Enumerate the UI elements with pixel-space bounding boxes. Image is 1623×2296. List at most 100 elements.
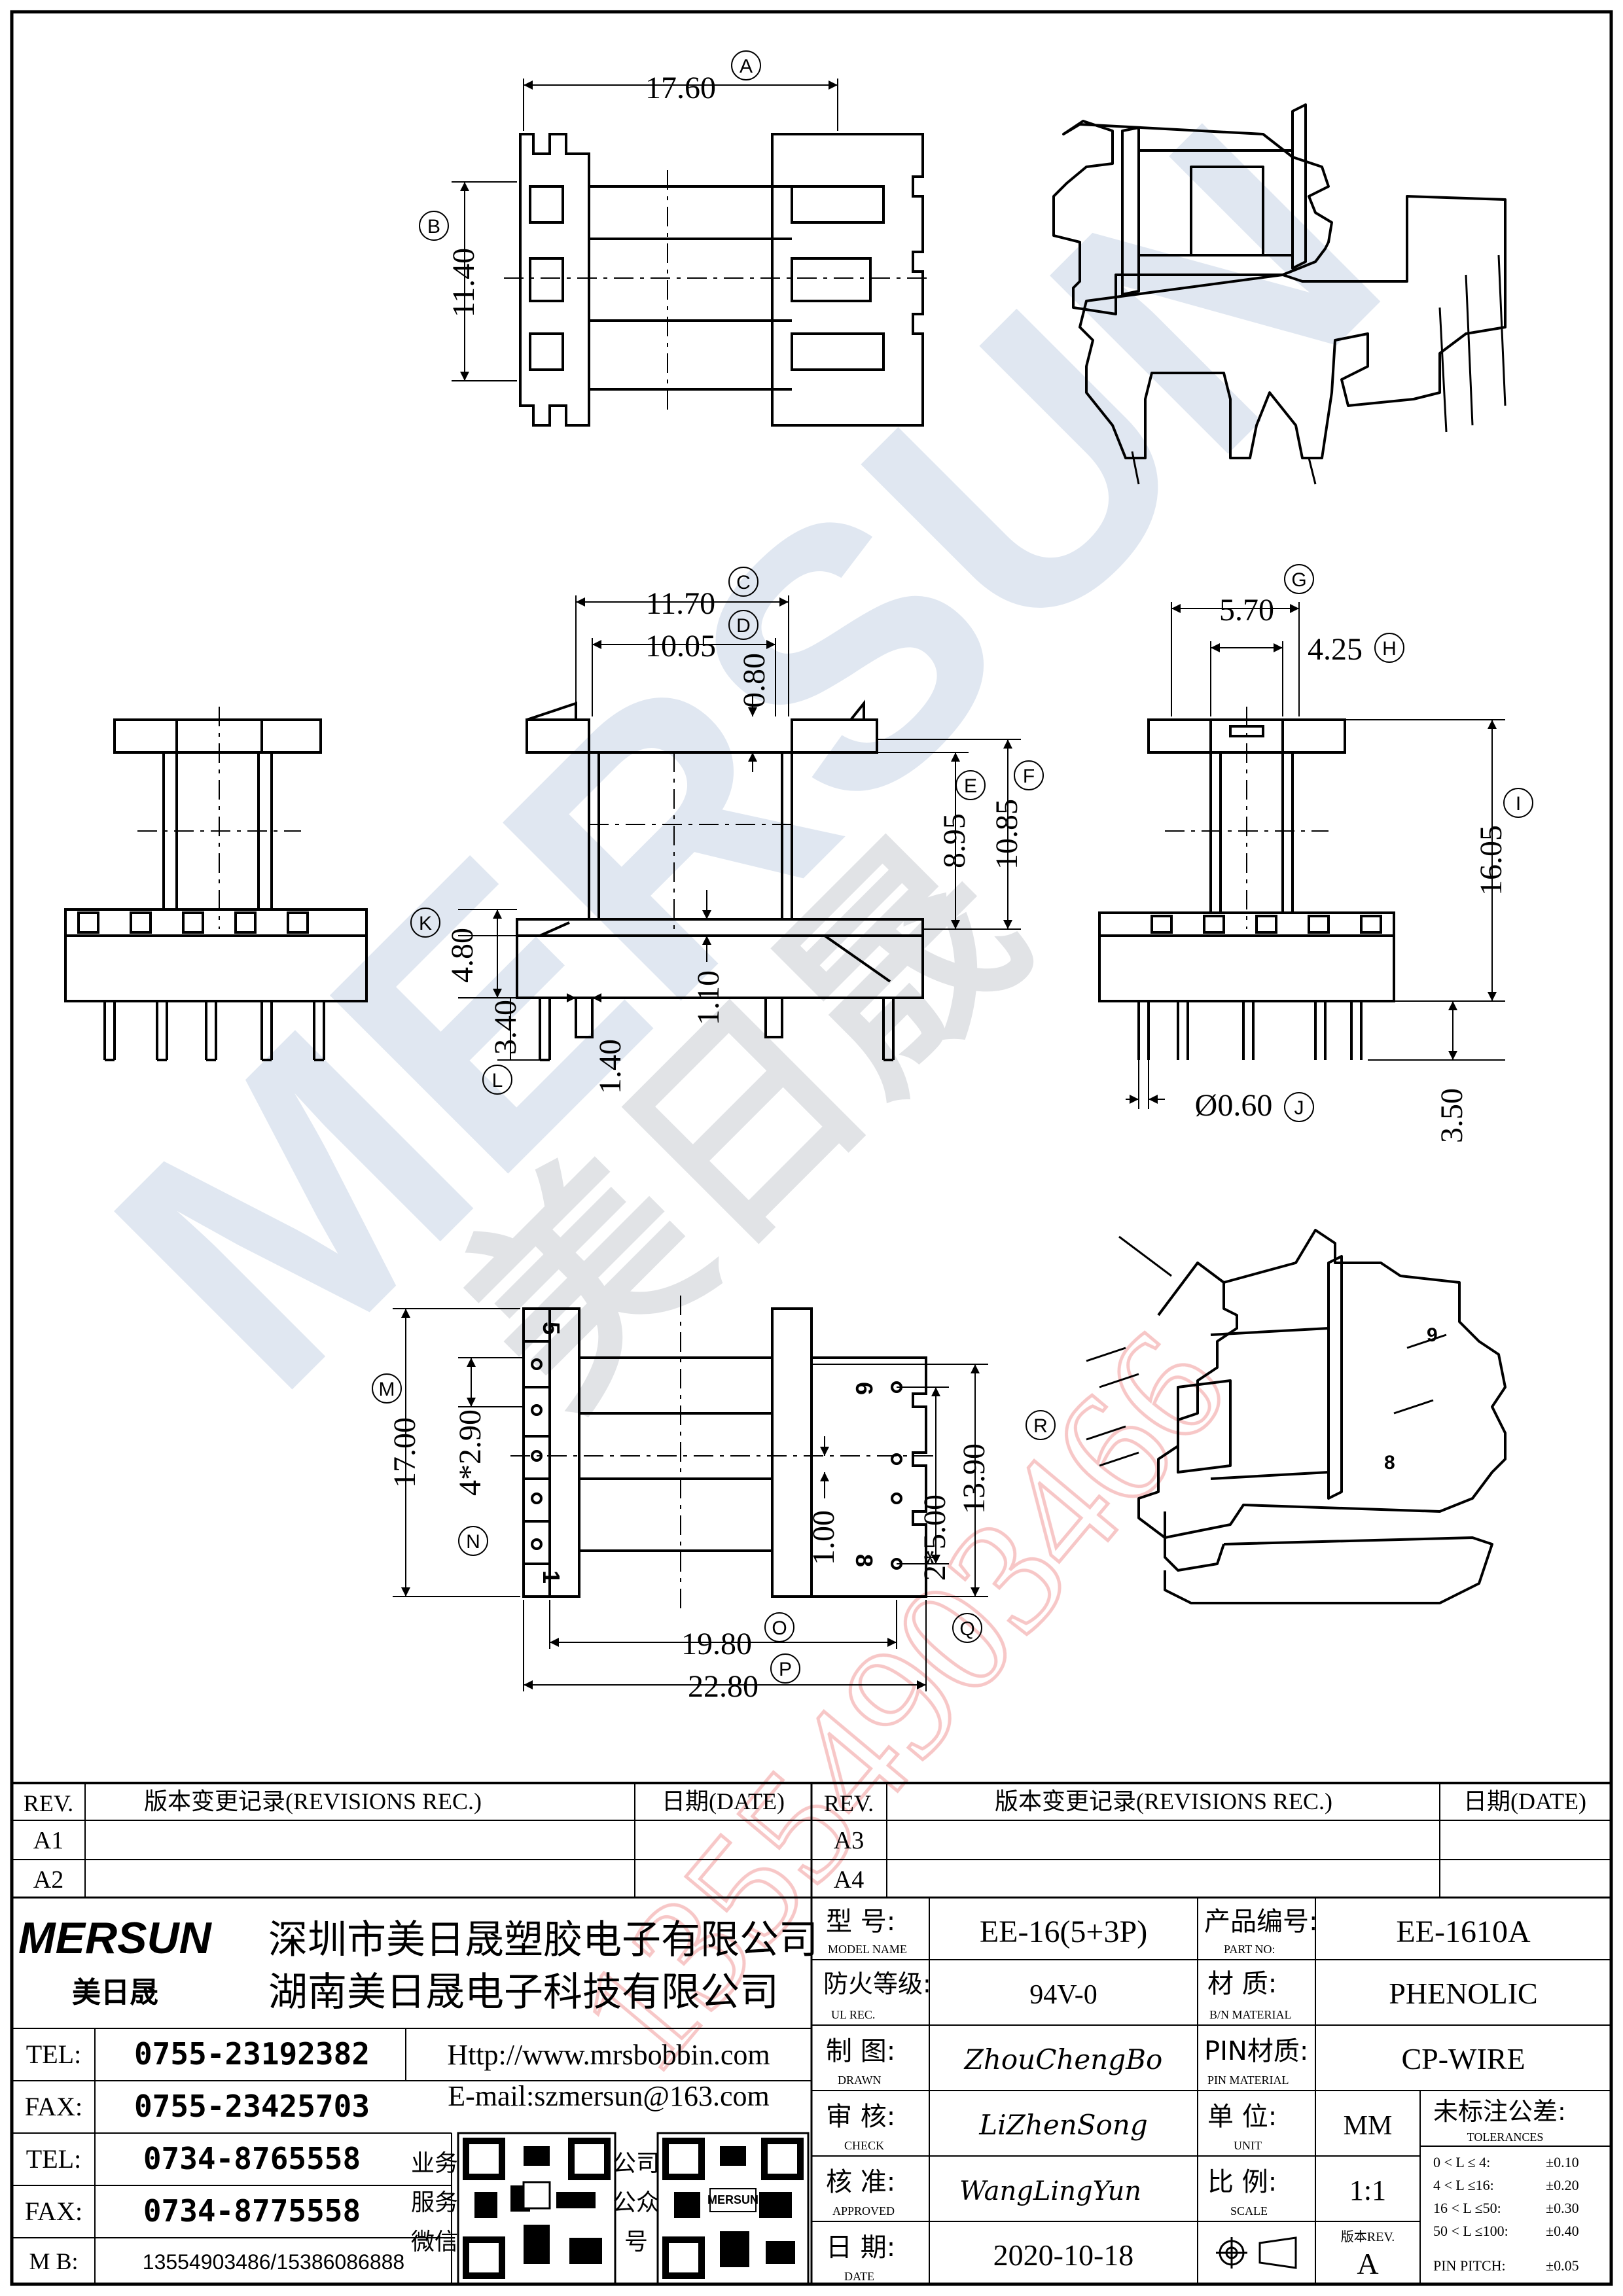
label-material: 材 质: <box>1207 1969 1277 1999</box>
title-block <box>12 1782 1611 2284</box>
value-model: EE-16(5+3P) <box>980 1915 1147 1949</box>
dim-A: 17.60 <box>523 71 838 131</box>
sub-part: PART NO: <box>1224 1943 1275 1956</box>
dim-J2-value: 3.50 <box>1435 1088 1469 1143</box>
rec-header-right: 版本变更记录(REVISIONS REC.) <box>995 1788 1332 1814</box>
callout-I: I <box>1516 793 1521 815</box>
sub-model: MODEL NAME <box>828 1943 907 1956</box>
dim-N-value: 4*2.90 <box>453 1409 488 1496</box>
contact-value-0: 0755-23192382 <box>134 2036 370 2072</box>
label-check: 审 核: <box>826 2102 895 2132</box>
sub-unit: UNIT <box>1234 2139 1262 2152</box>
callout-E: E <box>964 775 977 797</box>
contact-value-3: 0734-8775558 <box>143 2193 361 2229</box>
rev-row-a2: A2 <box>33 1866 63 1894</box>
contact-value-4: 13554903486/15386086888 <box>143 2250 404 2274</box>
company-logo: MERSUN <box>18 1913 213 1963</box>
rev-header-left: REV. <box>24 1790 73 1816</box>
rec-header-left: 版本变更记录(REVISIONS REC.) <box>144 1788 482 1814</box>
sub-date: DATE <box>844 2270 874 2283</box>
front-view <box>516 699 924 1061</box>
date-header-left: 日期(DATE) <box>662 1788 785 1814</box>
qr-left-label-2: 微信 <box>411 2229 458 2255</box>
side-view-right-dims <box>1126 602 1505 1109</box>
callout-L: L <box>492 1070 503 1091</box>
sub-approved: APPROVED <box>832 2204 895 2217</box>
company-name-1: 深圳市美日晟塑胶电子有限公司 <box>268 1917 818 1963</box>
value-unit: MM <box>1344 2111 1393 2141</box>
pin-label-6: 6 <box>851 1382 878 1395</box>
rev-row-a3: A3 <box>834 1827 864 1854</box>
tolerance-title: 未标注公差: <box>1433 2097 1566 2126</box>
value-drawn: ZhouChengBo <box>963 2043 1163 2075</box>
iso-view-bottom <box>1086 1229 1507 1604</box>
qr-right-label-2: 号 <box>624 2229 648 2255</box>
sub-material: B/N MATERIAL <box>1209 2008 1292 2021</box>
iso-view-bottom-labels: 9 8 <box>1384 1324 1438 1474</box>
qr-left-label-0: 业务 <box>411 2150 458 2177</box>
tol-range-3: 50 < L ≤100: <box>1433 2223 1508 2239</box>
sub-drawn: DRAWN <box>838 2074 882 2087</box>
callout-M: M <box>379 1379 395 1400</box>
dim-M-value: 17.00 <box>387 1417 422 1488</box>
company-logo-cn: 美日晟 <box>72 1976 158 2009</box>
bottom-view-pin-labels: 5 1 6 8 <box>538 1322 878 1583</box>
label-unit: 单 位: <box>1207 2102 1277 2132</box>
qr-company-center: MERSUN <box>707 2193 758 2206</box>
value-ul: 94V-0 <box>1029 1980 1097 2010</box>
tol-value-1: ±0.20 <box>1546 2177 1579 2193</box>
callout-R: R <box>1033 1415 1048 1437</box>
iso-pin-label-8: 8 <box>1384 1452 1395 1474</box>
sub-pin: PIN MATERIAL <box>1207 2074 1289 2087</box>
value-approved: WangLingYun <box>959 2176 1141 2206</box>
email-link: E-mail:szmersun@163.com <box>448 2080 769 2112</box>
callout-N: N <box>466 1531 480 1553</box>
dim-A-value: 17.60 <box>645 71 716 105</box>
tolerance-sub: TOLERANCES <box>1467 2130 1544 2144</box>
rev-row-a4: A4 <box>834 1866 864 1894</box>
tol-value-0: ±0.10 <box>1546 2154 1579 2170</box>
dim-I-value: 16.05 <box>1474 825 1508 896</box>
dim-J-value: Ø0.60 <box>1195 1088 1273 1123</box>
sub-scale: SCALE <box>1230 2204 1268 2217</box>
dim-E-value: 8.95 <box>937 813 972 868</box>
tol-value-3: ±0.40 <box>1546 2223 1579 2239</box>
company-name-2: 湖南美日晟电子科技有限公司 <box>268 1969 779 2015</box>
dim-R-value: 13.90 <box>957 1443 991 1514</box>
bottom-view <box>510 1296 936 1610</box>
qr-right-label-0: 公司 <box>613 2150 660 2177</box>
label-pin: PIN材质: <box>1204 2036 1308 2066</box>
qr-code-company <box>656 2132 810 2285</box>
bottom-view-dims <box>393 1308 988 1691</box>
contact-value-2: 0734-8765558 <box>143 2141 361 2176</box>
callout-A: A <box>740 56 753 77</box>
callout-P: P <box>779 1659 792 1680</box>
callout-O: O <box>772 1617 787 1639</box>
label-date: 日 期: <box>826 2233 895 2263</box>
projection-symbol-icon <box>1216 2236 1297 2269</box>
dim-L3-value: 1.10 <box>691 970 726 1025</box>
pin-label-5: 5 <box>538 1322 565 1335</box>
tol-range-2: 16 < L ≤50: <box>1433 2200 1501 2216</box>
value-date: 2020-10-18 <box>993 2238 1134 2272</box>
dim-Q-value: 2*5.00 <box>918 1494 952 1581</box>
label-scale: 比 例: <box>1207 2167 1277 2197</box>
web-link: Http://www.mrsbobbin.com <box>447 2039 770 2071</box>
dim-L2-value: 1.40 <box>593 1039 628 1094</box>
dim-B-value: 11.40 <box>446 248 481 317</box>
qr-left-label-1: 服务 <box>411 2189 458 2216</box>
dim-N2-value: 1.00 <box>806 1510 841 1565</box>
label-version: 版本REV. <box>1341 2229 1395 2244</box>
callout-H: H <box>1382 638 1397 660</box>
dim-B: 11.40 <box>446 181 517 381</box>
tol-value-2: ±0.30 <box>1546 2200 1579 2216</box>
front-view-dims <box>458 595 1021 1061</box>
label-approved: 核 准: <box>826 2167 895 2197</box>
dim-D-value: 10.05 <box>645 629 716 663</box>
contact-label-0: TEL: <box>26 2040 81 2069</box>
date-header-right: 日期(DATE) <box>1463 1788 1586 1814</box>
callouts: A B C D E F G H I J K L M N O P Q R <box>372 50 1533 1684</box>
label-ul: 防火等级: <box>823 1969 931 1998</box>
